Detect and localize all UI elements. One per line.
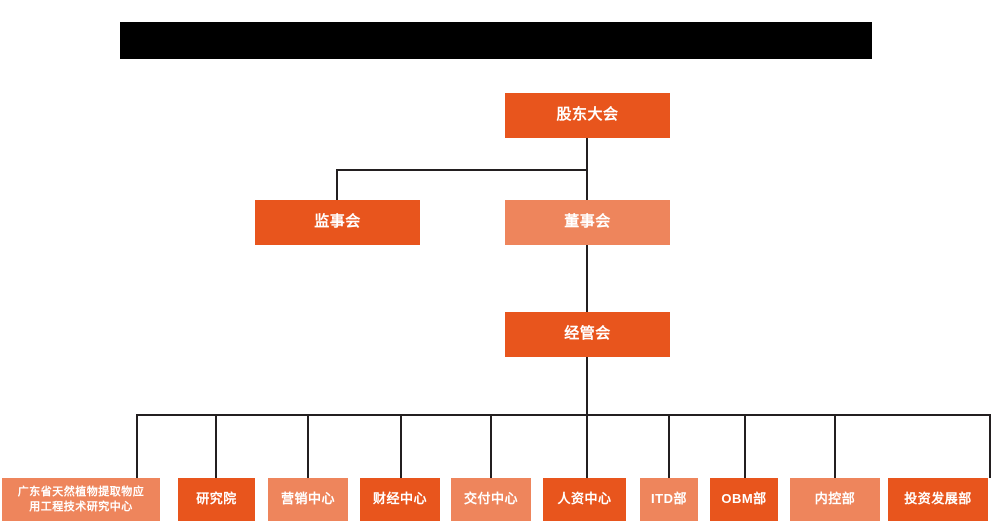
connector-drop-dept-4 — [400, 414, 402, 478]
connector-directors-to-management — [586, 245, 588, 312]
connector-drop-directors — [586, 169, 588, 200]
node-board-of-supervisors[interactable]: 监事会 — [255, 200, 420, 245]
node-management-committee[interactable]: 经管会 — [505, 312, 670, 357]
node-dept-finance-center[interactable]: 财经中心 — [360, 478, 440, 521]
connector-drop-dept-1 — [136, 414, 138, 478]
node-dept-delivery-center[interactable]: 交付中心 — [451, 478, 531, 521]
connector-drop-dept-8 — [744, 414, 746, 478]
node-dept-research-institute[interactable]: 研究院 — [178, 478, 255, 521]
connector-drop-dept-2 — [215, 414, 217, 478]
connector-department-bus — [136, 414, 990, 416]
connector-shareholders-stem — [586, 138, 588, 170]
node-dept-itd[interactable]: ITD部 — [640, 478, 698, 521]
node-dept-obm[interactable]: OBM部 — [710, 478, 778, 521]
connector-drop-dept-10 — [989, 414, 991, 478]
node-dept-marketing-center[interactable]: 营销中心 — [268, 478, 348, 521]
node-shareholders-meeting[interactable]: 股东大会 — [505, 93, 670, 138]
connector-drop-dept-9 — [834, 414, 836, 478]
connector-level2-bus — [336, 169, 587, 171]
redacted-title-bar — [120, 22, 872, 59]
dept-label-multiline: 广东省天然植物提取物应 用工程技术研究中心 — [17, 485, 145, 513]
connector-management-stem — [586, 357, 588, 415]
connector-drop-dept-5 — [490, 414, 492, 478]
connector-drop-dept-7 — [668, 414, 670, 478]
node-dept-investment-development[interactable]: 投资发展部 — [888, 478, 988, 521]
node-dept-hr-center[interactable]: 人资中心 — [543, 478, 626, 521]
node-dept-internal-control[interactable]: 内控部 — [790, 478, 880, 521]
connector-drop-supervisors — [336, 169, 338, 200]
node-dept-guangdong-research-center[interactable]: 广东省天然植物提取物应 用工程技术研究中心 — [2, 478, 160, 521]
node-board-of-directors[interactable]: 董事会 — [505, 200, 670, 245]
connector-drop-dept-6 — [586, 414, 588, 478]
connector-drop-dept-3 — [307, 414, 309, 478]
